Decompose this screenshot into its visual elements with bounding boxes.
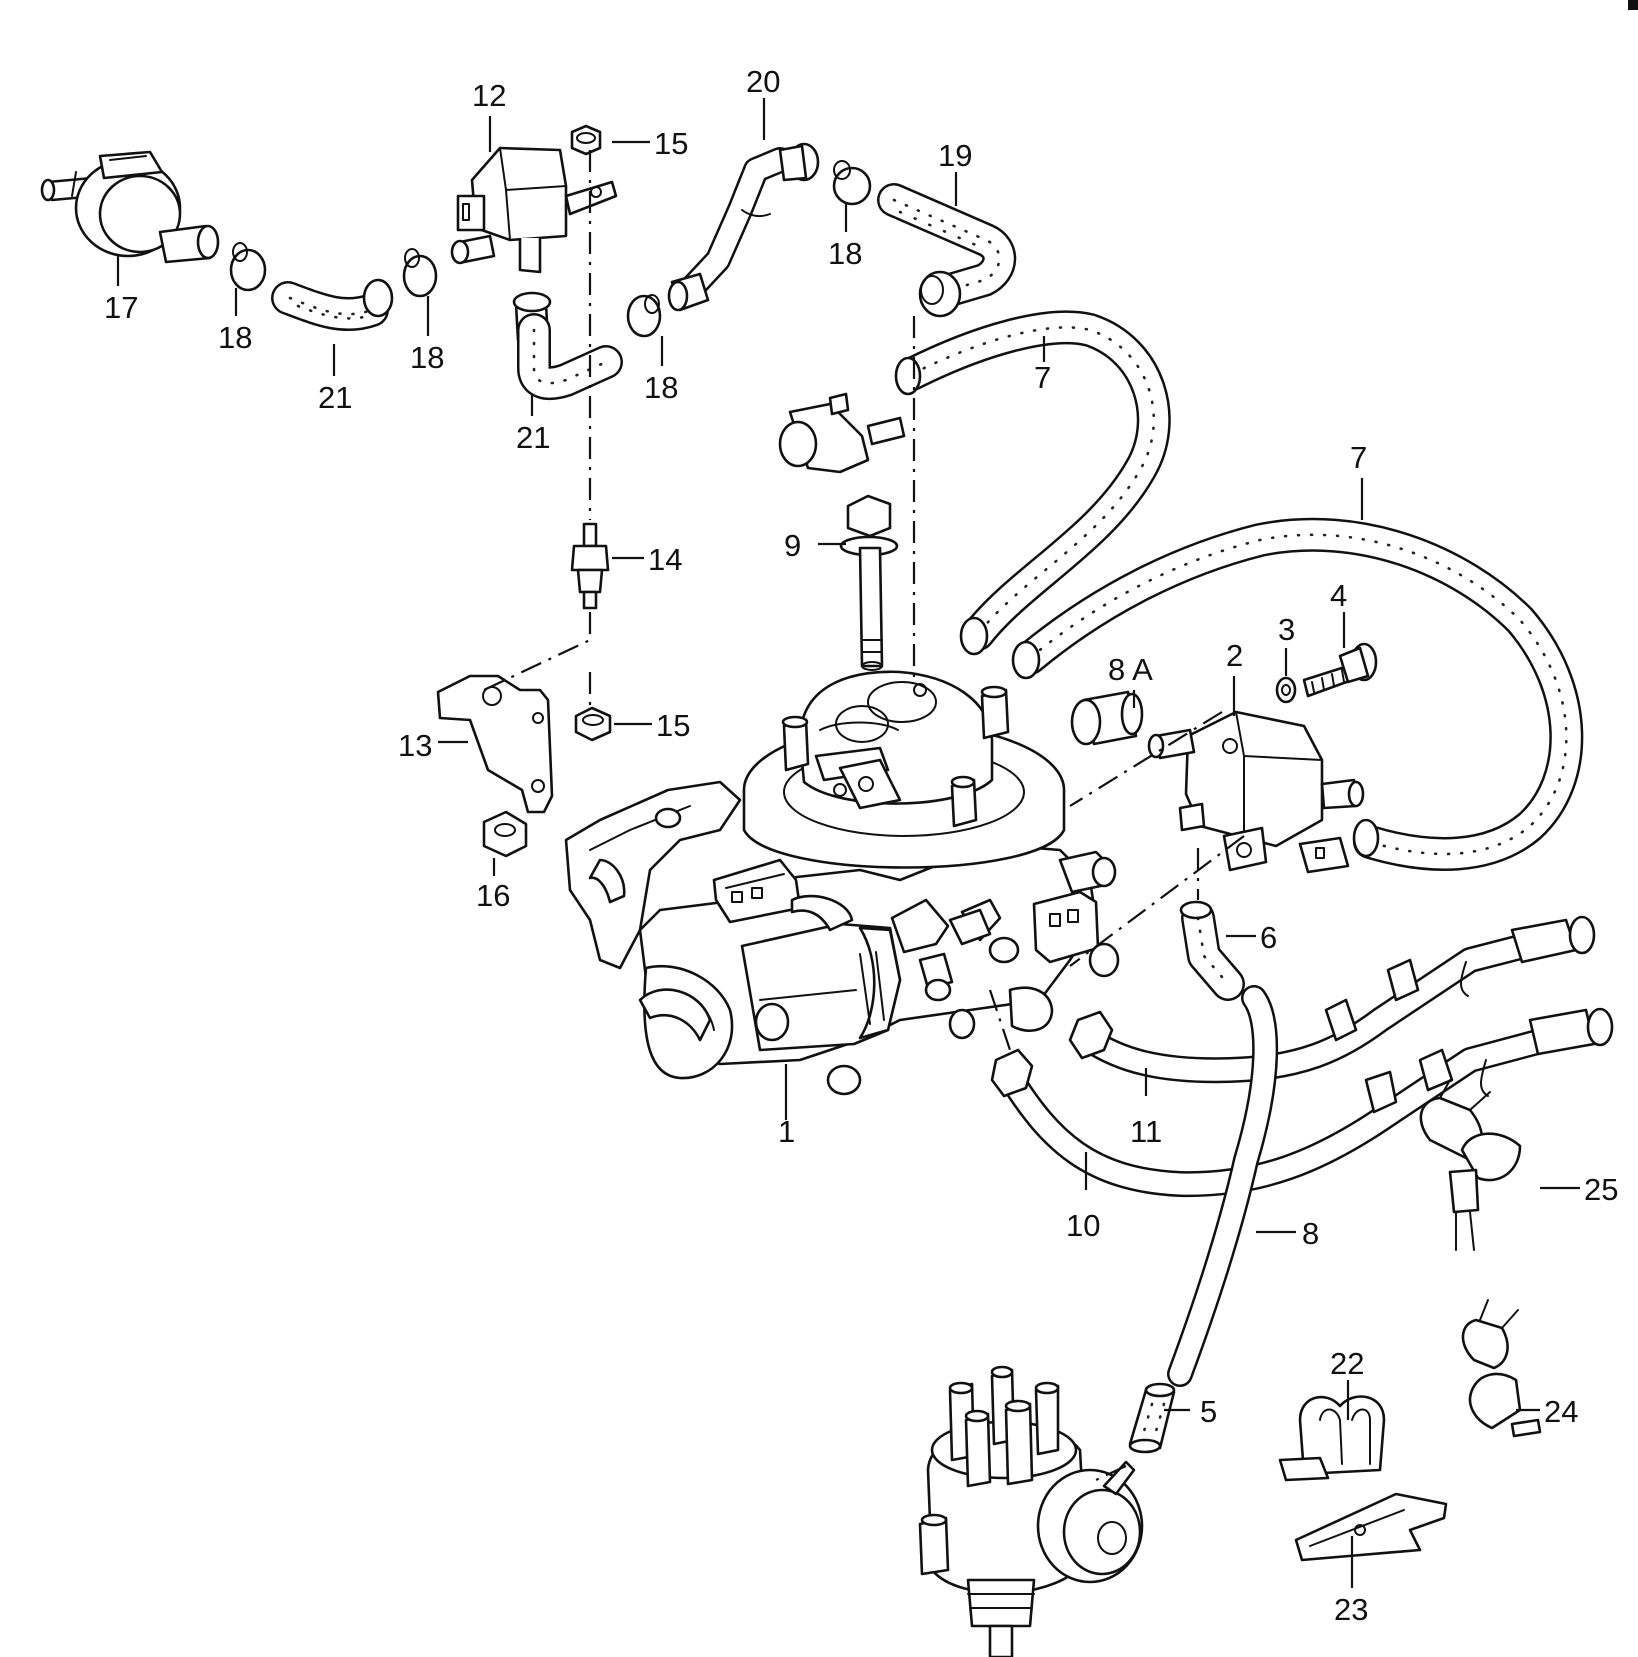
corner-mark <box>1628 0 1638 10</box>
label-8a: 8 A <box>1108 652 1153 687</box>
label-10: 10 <box>1066 1208 1100 1243</box>
part-2-valve <box>1147 710 1365 874</box>
label-19: 19 <box>938 138 972 173</box>
part-20-elbow-pipe <box>667 142 820 312</box>
part-4-screw <box>1302 642 1378 698</box>
part-18-clamp-b <box>402 248 438 298</box>
label-6: 6 <box>1260 920 1277 955</box>
part-10-fuel-pipe <box>990 1007 1614 1198</box>
callout-lines <box>116 98 1580 1588</box>
label-9: 9 <box>784 528 801 563</box>
label-18a: 18 <box>218 320 252 355</box>
label-4: 4 <box>1330 578 1347 613</box>
part-1-injection-unit <box>564 670 1120 1096</box>
part-18-clamp-d <box>832 160 872 206</box>
part-12-solenoid <box>450 146 618 274</box>
label-11: 11 <box>1130 1114 1162 1149</box>
part-15-nut-lower <box>574 706 612 742</box>
label-7a: 7 <box>1034 360 1051 395</box>
label-5: 5 <box>1200 1394 1217 1429</box>
part-25-clip <box>1419 1079 1522 1251</box>
label-20: 20 <box>746 64 780 99</box>
part-13-bracket <box>436 674 554 814</box>
label-13: 13 <box>398 728 432 763</box>
label-18b: 18 <box>410 340 444 375</box>
part-11-fuel-pipe <box>1068 915 1596 1084</box>
sensor-fitting <box>778 392 906 474</box>
label-17: 17 <box>104 290 138 325</box>
part-16-nut <box>482 810 528 858</box>
part-8-vacuum-hose <box>1167 985 1279 1387</box>
label-15b: 15 <box>656 708 690 743</box>
label-1: 1 <box>778 1114 795 1149</box>
part-7-hose-b <box>1011 517 1584 871</box>
label-7b: 7 <box>1350 440 1367 475</box>
label-8: 8 <box>1302 1216 1319 1251</box>
part-8a-cap <box>1070 690 1144 746</box>
part-3-washer <box>1275 676 1297 704</box>
part-21-hose-a <box>271 278 394 332</box>
label-22: 22 <box>1330 1346 1364 1381</box>
label-14: 14 <box>648 542 682 577</box>
part-5-hose-piece <box>1128 1382 1176 1454</box>
label-2: 2 <box>1226 638 1243 673</box>
distributor <box>918 1365 1144 1657</box>
label-3: 3 <box>1278 612 1295 647</box>
label-18d: 18 <box>828 236 862 271</box>
part-21-hose-b <box>512 291 623 401</box>
part-18-clamp-c <box>626 294 662 338</box>
part-18-clamp-a <box>229 242 267 292</box>
part-14-nipple <box>570 522 610 610</box>
label-18c: 18 <box>644 370 678 405</box>
label-25: 25 <box>1584 1172 1618 1207</box>
label-21a: 21 <box>318 380 352 415</box>
assembly-lines <box>483 150 1245 1481</box>
part-7-hose-a <box>894 310 1171 656</box>
label-16: 16 <box>476 878 510 913</box>
label-23: 23 <box>1334 1592 1368 1627</box>
label-12: 12 <box>472 78 506 113</box>
part-15-nut-top <box>570 124 602 156</box>
part-22-clip <box>1278 1395 1386 1482</box>
part-19-hose <box>877 183 1017 318</box>
part-labels: 1 2 3 4 5 6 7 7 8 8 A 9 10 11 12 13 14 1… <box>104 64 1618 1627</box>
label-24: 24 <box>1544 1394 1578 1429</box>
label-21b: 21 <box>516 420 550 455</box>
part-24-clip <box>1461 1299 1542 1438</box>
label-15a: 15 <box>654 126 688 161</box>
part-6-elbow-hose <box>1179 900 1245 1001</box>
part-17-valve <box>40 150 220 264</box>
part-9-bolt <box>839 494 899 671</box>
part-23-bracket <box>1294 1492 1448 1562</box>
